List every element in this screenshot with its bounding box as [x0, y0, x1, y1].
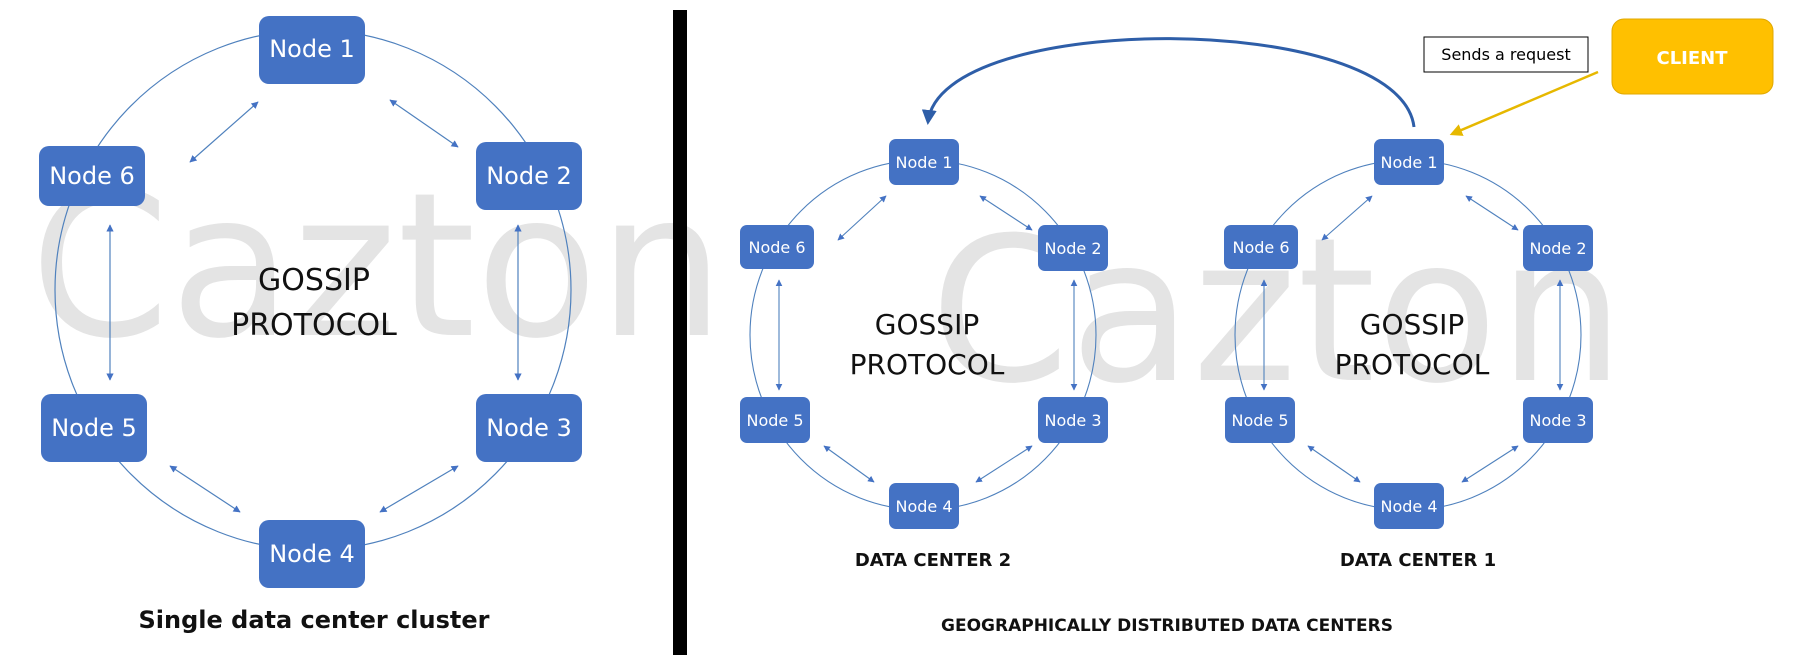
node-label: Node 3 [486, 414, 572, 442]
node-label: Node 5 [1231, 411, 1288, 430]
node-6: Node 6 [740, 225, 814, 269]
node-1: Node 1 [259, 16, 365, 84]
node-label: Node 4 [1380, 497, 1437, 516]
node-label: Node 1 [1380, 153, 1437, 172]
divider [673, 10, 687, 655]
watermark-left: Cazton [30, 150, 725, 383]
gossip-arrow [169, 465, 241, 513]
gossip-arrow [189, 101, 259, 163]
center-label-line2: PROTOCOL [1335, 348, 1490, 381]
node-6: Node 6 [1224, 225, 1298, 269]
gossip-arrow [1461, 445, 1519, 483]
node-label: Node 5 [746, 411, 803, 430]
data-center-2: Node 1 Node 2 Node 3 Node 4 Node 5 Node … [740, 139, 1108, 571]
gossip-arrow [379, 465, 459, 513]
node-3: Node 3 [476, 394, 582, 462]
node-label: Node 6 [748, 238, 805, 257]
center-label-line1: GOSSIP [258, 263, 370, 298]
client-request-arrow [1449, 70, 1599, 136]
node-5: Node 5 [740, 397, 810, 443]
node-2: Node 2 [1038, 225, 1108, 271]
gossip-arrow [1307, 445, 1361, 483]
node-3: Node 3 [1038, 397, 1108, 443]
gossip-arrow [1465, 195, 1519, 231]
center-label-line1: GOSSIP [1360, 308, 1464, 341]
center-label-line1: GOSSIP [875, 308, 979, 341]
center-label-line2: PROTOCOL [231, 308, 397, 343]
gossip-arrow [1321, 195, 1373, 241]
gossip-arrow [823, 445, 875, 483]
request-label: Sends a request [1441, 45, 1570, 64]
node-2: Node 2 [1523, 225, 1593, 271]
node-6: Node 6 [39, 146, 145, 206]
left-caption: Single data center cluster [139, 606, 490, 634]
node-4: Node 4 [1374, 483, 1444, 529]
request-label-box: Sends a request [1423, 36, 1589, 73]
client: CLIENT [1611, 18, 1774, 95]
right-caption: GEOGRAPHICALLY DISTRIBUTED DATA CENTERS [941, 616, 1393, 636]
gossip-arrow [975, 445, 1033, 483]
node-4: Node 4 [889, 483, 959, 529]
node-2: Node 2 [476, 142, 582, 210]
client-label: CLIENT [1656, 48, 1728, 69]
node-label: Node 3 [1044, 411, 1101, 430]
node-label: Node 2 [1529, 239, 1586, 258]
node-label: Node 6 [49, 162, 135, 190]
node-label: Node 5 [51, 414, 137, 442]
dc1-caption: DATA CENTER 1 [1340, 550, 1496, 571]
node-label: Node 3 [1529, 411, 1586, 430]
node-label: Node 1 [895, 153, 952, 172]
dc2-caption: DATA CENTER 2 [855, 550, 1011, 571]
node-3: Node 3 [1523, 397, 1593, 443]
node-5: Node 5 [1225, 397, 1295, 443]
node-label: Node 4 [895, 497, 952, 516]
data-center-1: Node 1 Node 2 Node 3 Node 4 Node 5 Node … [1224, 139, 1593, 571]
left-cluster: Node 1 Node 2 Node 3 Node 4 Node 5 Node … [39, 16, 582, 634]
node-label: Node 1 [269, 35, 355, 63]
node-label: Node 2 [486, 162, 572, 190]
center-label-line2: PROTOCOL [850, 348, 1005, 381]
replication-arrow [921, 37, 1416, 128]
gossip-arrow [979, 195, 1033, 231]
gossip-arrow [837, 195, 887, 241]
node-label: Node 2 [1044, 239, 1101, 258]
node-1: Node 1 [1374, 139, 1444, 185]
client-box [1611, 18, 1774, 95]
node-4: Node 4 [259, 520, 365, 588]
node-label: Node 6 [1232, 238, 1289, 257]
gossip-arrow [389, 99, 459, 148]
node-1: Node 1 [889, 139, 959, 185]
node-5: Node 5 [41, 394, 147, 462]
node-label: Node 4 [269, 540, 355, 568]
